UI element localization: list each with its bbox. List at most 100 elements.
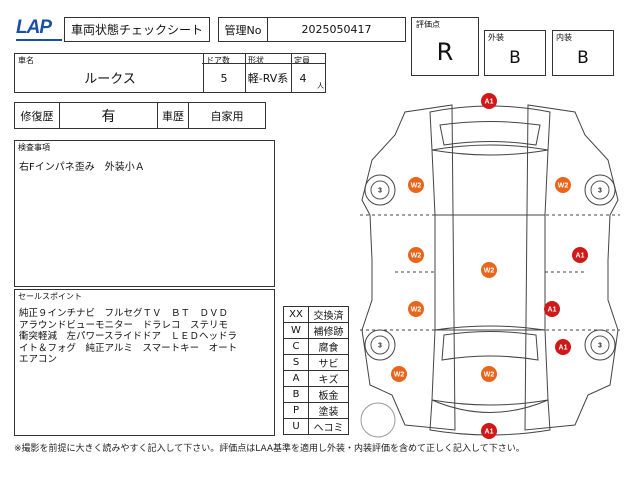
sales-line: 純正９インチナビ フルセグＴＶ ＢＴ ＤＶＤ <box>19 308 229 319</box>
legend-desc: 板金 <box>308 386 349 403</box>
legend-code: P <box>283 402 309 419</box>
logo-box: LAP <box>14 17 64 42</box>
exterior-grade-box: 外装 B <box>484 30 546 76</box>
damage-marker-label: A1 <box>559 345 568 352</box>
vehicle-type-value: 自家用 <box>210 109 244 123</box>
mgmt-label: 管理No <box>224 23 262 37</box>
logo-underline <box>16 39 62 41</box>
damage-marker-3: 3 <box>590 335 610 355</box>
mgmt-number: 2025050417 <box>301 23 372 36</box>
trunk-outline <box>431 325 549 406</box>
damage-marker-w2: W2 <box>391 366 407 382</box>
cabin-outline <box>434 214 546 331</box>
wheel-rear-left <box>364 329 396 361</box>
mgmt-box: 管理No 2025050417 <box>218 17 406 42</box>
capacity-unit: 人 <box>317 82 324 90</box>
damage-marker-3: 3 <box>590 180 610 200</box>
rear-window <box>441 331 539 361</box>
damage-marker-label: 3 <box>378 188 382 195</box>
sheet-title: 車両状態チェックシート <box>70 23 203 37</box>
interior-grade-label: 内装 <box>556 33 572 42</box>
legend-desc: 補修跡 <box>308 322 349 339</box>
legend-desc: 腐食 <box>308 338 349 355</box>
legend-code: S <box>283 354 309 371</box>
damage-marker-3: 3 <box>370 335 390 355</box>
car-name-label: 車名 <box>18 56 34 65</box>
logo-text: LAP <box>16 17 52 38</box>
damage-marker-label: W2 <box>411 253 422 260</box>
shape-label: 形状 <box>248 56 264 65</box>
repair-history-value: 有 <box>101 108 116 125</box>
sales-line: イト＆フォグ 純正アルミ スマートキー オート <box>19 342 238 354</box>
front-window <box>439 121 541 146</box>
history-box: 修復歴 有 車歴 自家用 <box>14 102 266 129</box>
exterior-grade: B <box>509 48 521 68</box>
damage-marker-w2: W2 <box>481 366 497 382</box>
legend-code: W <box>283 322 309 339</box>
sales-box: セールスポイント 純正９インチナビ フルセグＴＶ ＢＴ ＤＶＤ アラウンドビュー… <box>14 289 275 436</box>
shape-value: 軽-RV系 <box>247 72 289 85</box>
overall-grade: R <box>436 38 454 66</box>
inspection-label: 検査事項 <box>18 143 50 152</box>
damage-marker-a1: A1 <box>481 423 497 439</box>
doors-label: ドア数 <box>206 56 230 65</box>
sales-line: エアコン <box>19 354 58 365</box>
legend-desc: キズ <box>308 370 349 387</box>
overall-grade-label: 評価点 <box>416 20 440 29</box>
damage-marker-w2: W2 <box>408 247 424 263</box>
damage-marker-label: W2 <box>558 183 569 190</box>
damage-marker-label: 3 <box>378 343 382 350</box>
wheel-rear-right <box>584 329 616 361</box>
damage-marker-label: 3 <box>598 188 602 195</box>
damage-marker-label: A1 <box>576 253 585 260</box>
damage-marker-label: 3 <box>598 343 602 350</box>
damage-marker-label: W2 <box>411 183 422 190</box>
damage-marker-label: W2 <box>484 372 495 379</box>
capacity-value: 4 <box>299 71 307 85</box>
damage-marker-label: W2 <box>411 307 422 314</box>
interior-grade: B <box>577 48 589 68</box>
legend-code: C <box>283 338 309 355</box>
damage-marker-w2: W2 <box>408 301 424 317</box>
damage-marker-a1: A1 <box>572 247 588 263</box>
inspection-text: 右Fインパネ歪み 外装小Ａ <box>19 162 145 173</box>
sales-text: 純正９インチナビ フルセグＴＶ ＢＴ ＤＶＤ アラウンドビューモニター ドラレコ… <box>19 308 237 366</box>
car-name: ルークス <box>84 71 136 87</box>
spare-tire <box>360 402 396 438</box>
wheel-front-left <box>364 174 396 206</box>
inspection-box: 検査事項 右Fインパネ歪み 外装小Ａ <box>14 140 275 287</box>
right-side-outline <box>524 104 619 431</box>
overall-grade-box: 評価点 R <box>411 17 479 76</box>
legend-code: A <box>283 370 309 387</box>
sales-line: 衝突軽減 左パワースライドドア ＬＥＤヘッドラ <box>19 331 238 342</box>
repair-history-label: 修復歴 <box>20 109 54 123</box>
rear-bumper-outline <box>429 399 551 436</box>
damage-marker-label: A1 <box>485 99 494 106</box>
damage-marker-a1: A1 <box>481 93 497 109</box>
doors-value: 5 <box>220 71 228 85</box>
sales-label: セールスポイント <box>18 292 82 301</box>
vehicle-box: 車名 ルークス ドア数 5 形状 軽-RV系 定員 4 人 <box>14 53 326 93</box>
hood-outline <box>431 149 549 216</box>
exterior-grade-label: 外装 <box>488 33 504 42</box>
legend-code: B <box>283 386 309 403</box>
damage-marker-3: 3 <box>370 180 390 200</box>
roof-outline <box>429 105 551 151</box>
legend-code: U <box>283 418 309 435</box>
damage-marker-label: A1 <box>485 429 494 436</box>
legend-desc: 交換済 <box>308 306 349 323</box>
legend-code: XX <box>283 306 309 323</box>
legend-desc: サビ <box>308 354 349 371</box>
left-side-outline <box>361 104 456 431</box>
title-box: 車両状態チェックシート <box>64 17 210 42</box>
damage-marker-a1: A1 <box>555 339 571 355</box>
